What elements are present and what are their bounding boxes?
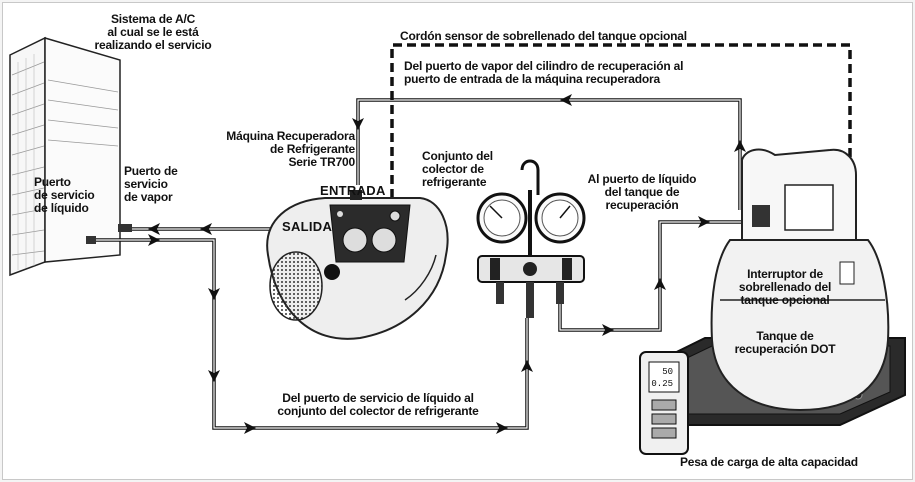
vapor-to-inlet-label: Del puerto de vapor del cilindro de recu… bbox=[404, 59, 684, 86]
liquid-port-tank-label: Al puerto de líquido del tanque de recup… bbox=[587, 172, 697, 212]
hose-vapor-return-arrows bbox=[352, 94, 746, 152]
manifold-set-label: Conjunto del colector de refrigerante bbox=[422, 149, 493, 189]
recovery-machine-label: Máquina Recuperadora de Refrigerante Ser… bbox=[226, 129, 355, 169]
display-line2: 0.25 bbox=[651, 379, 673, 389]
hose-outlet-arrows bbox=[148, 223, 212, 235]
scale-display: 50 0.25 bbox=[639, 351, 689, 455]
sensor-cord bbox=[390, 43, 852, 265]
manifold-gauges bbox=[476, 159, 586, 318]
ac-unit bbox=[9, 36, 121, 277]
recovery-tank bbox=[710, 148, 890, 412]
liquid-to-manifold-label: Del puerto de servicio de líquido al con… bbox=[277, 391, 479, 418]
outlet-label: SALIDA bbox=[282, 219, 333, 234]
display-line1: 50 bbox=[662, 367, 673, 377]
sensor-cord-label: Cordón sensor de sobrellenado del tanque… bbox=[400, 29, 687, 43]
ac-system-label: Sistema de A/C al cual se le está realiz… bbox=[94, 12, 212, 52]
dot-tank-label: Tanque de recuperación DOT bbox=[734, 329, 836, 356]
hose-to-tank-arrows bbox=[602, 216, 710, 336]
vapor-service-port-label: Puerto de servicio de vapor bbox=[124, 164, 178, 204]
recovery-machine bbox=[266, 190, 449, 340]
service-ports bbox=[86, 224, 132, 244]
inlet-label: ENTRADA bbox=[320, 183, 386, 198]
liquid-service-port-label: Puerto de servicio de líquido bbox=[34, 175, 95, 215]
overfill-switch-label: Interruptor de sobrellenado del tanque o… bbox=[738, 267, 832, 307]
hose-liquid-arrows bbox=[148, 234, 533, 434]
scale-label: Pesa de carga de alta capacidad bbox=[680, 455, 858, 469]
